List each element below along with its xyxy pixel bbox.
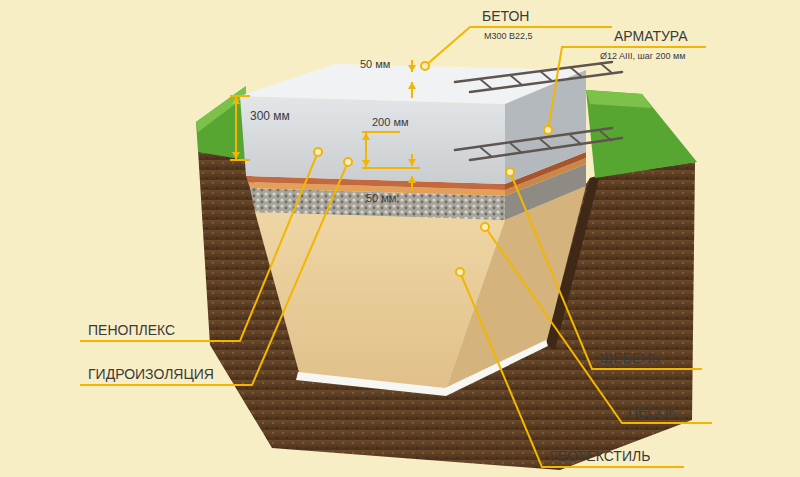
dimension: 50 мм	[366, 192, 396, 205]
part-name: ГЕОТЕКСТИЛЬ	[550, 448, 650, 464]
spec-note: Ø12 AIII, шаг 200 мм	[600, 51, 685, 61]
spec-note: М300 В22,5	[484, 31, 533, 41]
part-name: ГИДРОИЗОЛЯЦИЯ	[88, 366, 214, 382]
part-name: АРМАТУРА	[614, 28, 688, 44]
part-name: ПЕСОК	[628, 404, 676, 420]
part-name: ЩЕБЕНЬ	[600, 350, 660, 366]
part-name: БЕТОН	[482, 8, 529, 24]
dimension: 300 мм	[250, 110, 290, 124]
part-name: ПЕНОПЛЕКС	[88, 322, 175, 338]
dimension: 200 мм	[372, 116, 409, 129]
dimension: 50 мм	[360, 58, 390, 71]
